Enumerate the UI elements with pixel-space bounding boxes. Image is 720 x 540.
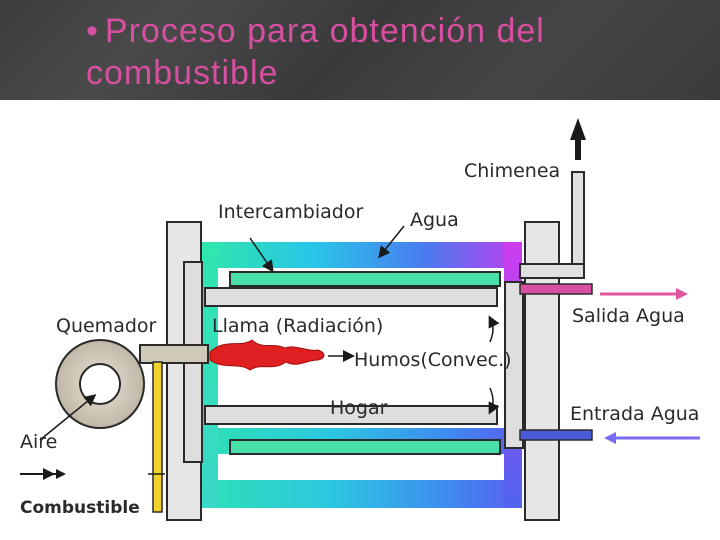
boiler-diagram: Chimenea Intercambiador Agua Quemador Ll… <box>20 118 700 521</box>
title-text-1: Proceso para obtención del <box>104 12 545 50</box>
label-intercambiador: Intercambiador <box>218 201 363 223</box>
flame-icon <box>209 339 325 371</box>
label-hogar: Hogar <box>330 397 388 419</box>
fuel-pipe <box>152 361 163 513</box>
label-salida-agua: Salida Agua <box>572 305 685 327</box>
slide-header: •Proceso para obtención del combustible <box>0 0 720 100</box>
label-humos: Humos(Convec.) <box>354 349 512 371</box>
entrada-agua-arrow-icon <box>604 432 700 444</box>
burner <box>55 339 209 513</box>
title-bullet: • <box>86 12 99 50</box>
heat-exchanger <box>183 261 524 463</box>
smoke-flow-arrows <box>328 315 500 415</box>
label-quemador: Quemador <box>56 315 157 337</box>
chimney <box>519 118 586 279</box>
label-llama: Llama (Radiación) <box>212 315 383 337</box>
title-line-2: combustible <box>86 54 279 92</box>
label-combustible: Combustible <box>20 498 140 518</box>
water-pipes <box>519 283 700 444</box>
label-aire: Aire <box>20 431 57 453</box>
label-entrada-agua: Entrada Agua <box>570 403 699 425</box>
chimney-arrow-icon <box>570 118 586 160</box>
label-chimenea: Chimenea <box>464 160 560 182</box>
slide-title: •Proceso para obtención del combustible <box>86 10 686 94</box>
salida-agua-arrow-icon <box>600 288 688 300</box>
title-line-1: •Proceso para obtención del <box>86 10 686 52</box>
combustible-arrow-icon <box>20 469 66 479</box>
label-agua: Agua <box>410 209 459 231</box>
